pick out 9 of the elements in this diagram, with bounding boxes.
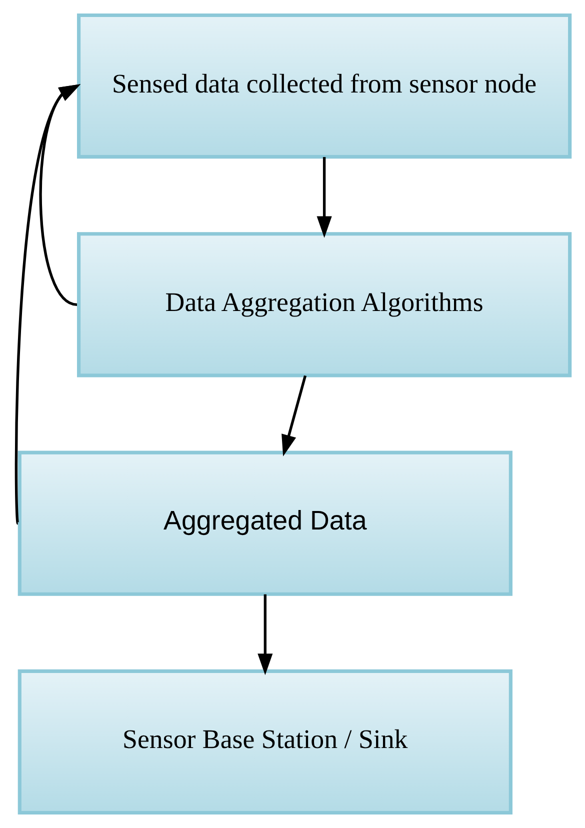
node-box: Sensed data collected from sensor node <box>76 13 572 159</box>
arrow <box>38 84 80 306</box>
arrow <box>257 594 272 676</box>
arrow <box>14 84 80 524</box>
node-box: Sensor Base Station / Sink <box>17 669 512 815</box>
node-box: Aggregated Data <box>17 450 512 596</box>
node-box: Data Aggregation Algorithms <box>76 232 572 378</box>
arrow <box>316 157 332 238</box>
arrow <box>281 375 306 456</box>
